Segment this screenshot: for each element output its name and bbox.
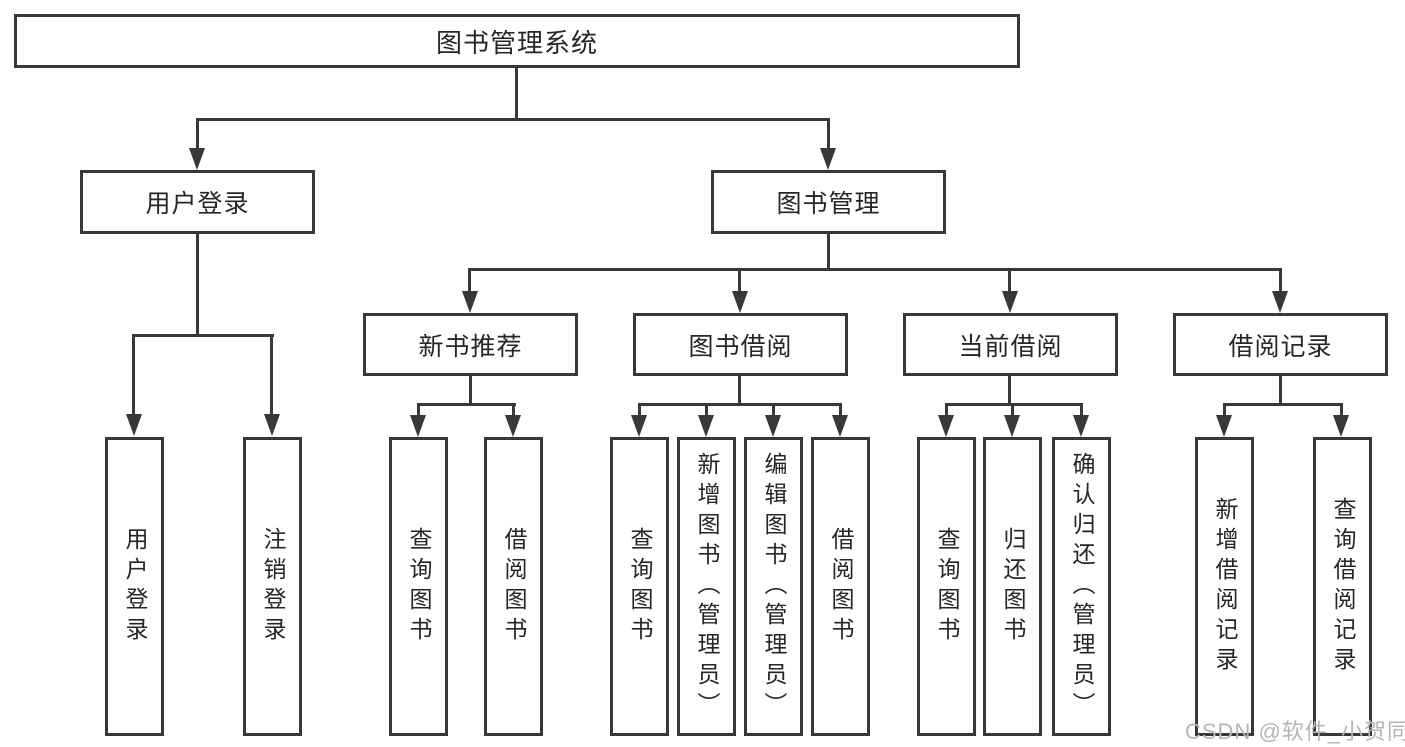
leaf-query-books-1-label: 查询图书 (406, 526, 432, 647)
node-root-label: 图书管理系统 (435, 27, 598, 58)
node-book-mgmt-label: 图书管理 (776, 190, 881, 218)
arrowhead-borrow-records (1272, 291, 1288, 313)
connector-drop-user-login (196, 118, 199, 150)
leaf-query-books-1: 查询图书 (389, 437, 448, 736)
connector-drop (945, 403, 948, 417)
connector-drop-new-books (468, 268, 471, 293)
connector-new-books-stem (469, 374, 472, 406)
arrowhead-new-books (462, 291, 478, 313)
connector-user-login-stem (196, 233, 199, 337)
arrowhead-user-login (189, 148, 205, 170)
leaf-query-borrow-record: 查询借阅记录 (1313, 437, 1372, 736)
leaf-add-books-admin: 新增图书（管理员） (677, 437, 736, 736)
leaf-query-books-3: 查询图书 (917, 437, 976, 736)
leaf-borrow-books-1: 借阅图书 (484, 437, 543, 736)
node-root: 图书管理系统 (14, 14, 1020, 68)
connector-drop-current-borrow (1008, 268, 1011, 293)
leaf-borrow-books-1-label: 借阅图书 (501, 526, 527, 647)
connector-drop (772, 403, 775, 417)
arrowhead (938, 415, 954, 437)
arrowhead-leaf-logout (264, 414, 280, 436)
connector-book-mgmt-stem (827, 233, 830, 271)
connector-drop (512, 403, 515, 417)
arrowhead (410, 415, 426, 437)
connector-drop-book-borrow (738, 268, 741, 293)
node-book-borrow-label: 图书借阅 (688, 332, 793, 361)
arrowhead (1216, 415, 1232, 437)
arrowhead (1333, 415, 1349, 437)
leaf-confirm-return-admin-label: 确认归还（管理员） (1069, 451, 1095, 722)
node-new-books: 新书推荐 (363, 313, 578, 376)
node-book-mgmt: 图书管理 (711, 170, 946, 234)
arrowhead (505, 415, 521, 437)
connector-drop (417, 403, 420, 417)
leaf-return-books: 归还图书 (983, 437, 1042, 736)
leaf-logout: 注销登录 (243, 437, 302, 736)
connector-new-books-rail (417, 403, 516, 406)
leaf-logout-label: 注销登录 (260, 526, 286, 647)
connector-drop-book-mgmt (827, 118, 830, 150)
arrowhead (631, 415, 647, 437)
connector-drop (1080, 403, 1083, 417)
connector-drop (839, 403, 842, 417)
connector-drop (705, 403, 708, 417)
connector-drop-leaf-login (132, 334, 135, 416)
leaf-query-borrow-record-label: 查询借阅记录 (1330, 496, 1356, 677)
connector-drop (638, 403, 641, 417)
leaf-add-borrow-record: 新增借阅记录 (1195, 437, 1254, 736)
arrowhead-book-mgmt (820, 148, 836, 170)
leaf-borrow-books-2-label: 借阅图书 (828, 526, 854, 647)
leaf-user-login: 用户登录 (105, 437, 164, 736)
connector-drop-leaf-logout (270, 334, 273, 416)
leaf-return-books-label: 归还图书 (1000, 526, 1026, 647)
connector-user-login-rail (132, 334, 274, 337)
leaf-query-books-2-label: 查询图书 (627, 526, 653, 647)
leaf-add-books-admin-label: 新增图书（管理员） (694, 451, 720, 722)
leaf-edit-books-admin-label: 编辑图书（管理员） (761, 451, 787, 722)
node-borrow-records: 借阅记录 (1173, 313, 1388, 376)
leaf-user-login-label: 用户登录 (122, 526, 148, 647)
arrowhead (698, 415, 714, 437)
arrowhead (1073, 415, 1089, 437)
connector-drop (1340, 403, 1343, 417)
node-user-login-label: 用户登录 (145, 190, 250, 218)
connector-book-borrow-stem (738, 374, 741, 406)
leaf-query-books-3-label: 查询图书 (934, 526, 960, 647)
connector-root-rail (196, 118, 830, 121)
arrowhead-leaf-login (126, 414, 142, 436)
node-user-login: 用户登录 (80, 170, 315, 234)
arrowhead-book-borrow (732, 291, 748, 313)
arrowhead-current-borrow (1002, 291, 1018, 313)
leaf-add-borrow-record-label: 新增借阅记录 (1212, 496, 1238, 677)
connector-drop (1011, 403, 1014, 417)
leaf-query-books-2: 查询图书 (610, 437, 669, 736)
node-borrow-records-label: 借阅记录 (1228, 332, 1333, 361)
node-new-books-label: 新书推荐 (418, 332, 523, 361)
leaf-borrow-books-2: 借阅图书 (811, 437, 870, 736)
leaf-confirm-return-admin: 确认归还（管理员） (1052, 437, 1111, 736)
connector-root-stem (515, 68, 518, 121)
node-current-borrow: 当前借阅 (903, 313, 1118, 376)
leaf-edit-books-admin: 编辑图书（管理员） (744, 437, 803, 736)
arrowhead (765, 415, 781, 437)
arrowhead (832, 415, 848, 437)
connector-book-borrow-rail (638, 403, 842, 406)
node-book-borrow: 图书借阅 (633, 313, 848, 376)
connector-borrow-records-rail (1223, 403, 1343, 406)
connector-current-borrow-stem (1008, 374, 1011, 406)
connector-book-mgmt-rail (468, 268, 1282, 271)
arrowhead (1004, 415, 1020, 437)
node-current-borrow-label: 当前借阅 (958, 332, 1063, 361)
connector-borrow-records-stem (1279, 374, 1282, 406)
csdn-watermark: CSDN @软件_小贺同学 (1185, 719, 1405, 744)
connector-drop (1223, 403, 1226, 417)
connector-drop-borrow-records (1279, 268, 1282, 293)
